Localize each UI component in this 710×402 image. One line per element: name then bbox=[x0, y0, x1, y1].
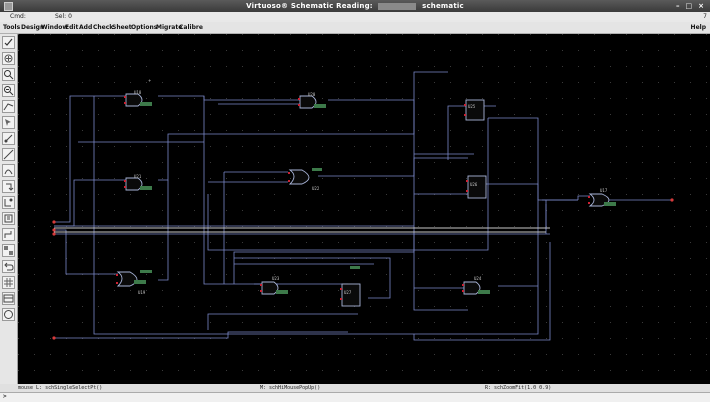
gate-u18 bbox=[125, 93, 143, 107]
label-u25: U25 bbox=[468, 104, 476, 109]
label-u24: U24 bbox=[474, 276, 482, 281]
menu-options[interactable]: Options bbox=[131, 24, 158, 31]
menu-design[interactable]: Design bbox=[21, 24, 45, 31]
bus-wires bbox=[54, 227, 550, 233]
label-u20: U20 bbox=[308, 92, 316, 97]
grid-dots bbox=[18, 34, 710, 384]
instance-names: U18 U20 U21 U22 U19 U23 U24 U17 U25 U26 … bbox=[134, 90, 608, 295]
menu-help[interactable]: Help bbox=[690, 24, 706, 31]
cursor-marker: + bbox=[148, 78, 151, 83]
minimize-button[interactable]: – bbox=[676, 2, 680, 10]
label-u21: U21 bbox=[134, 174, 142, 179]
block-u26 bbox=[467, 175, 487, 199]
schematic-canvas[interactable]: U18 U20 U21 U22 U19 U23 U24 U17 U25 U26 … bbox=[18, 34, 710, 384]
select-icon[interactable] bbox=[2, 116, 15, 129]
menu-migrate[interactable]: Migrate bbox=[156, 24, 183, 31]
gate-u22 bbox=[288, 169, 310, 185]
close-button[interactable]: × bbox=[698, 2, 704, 10]
hierarchy-icon[interactable] bbox=[2, 244, 15, 257]
menu-bar: Tools Design Window Edit Add Check Sheet… bbox=[0, 22, 710, 34]
window-menu-icon[interactable] bbox=[4, 2, 13, 11]
schematic-drawing: U18 U20 U21 U22 U19 U23 U24 U17 U25 U26 … bbox=[18, 34, 710, 384]
label-u23: U23 bbox=[272, 276, 280, 281]
mouse-left-binding: mouse L: schSingleSelectPt() bbox=[18, 385, 103, 391]
block-u25 bbox=[465, 99, 485, 121]
label-u27: U27 bbox=[344, 290, 352, 295]
label-u22: U22 bbox=[312, 186, 320, 191]
redacted-library-name bbox=[378, 2, 417, 10]
label-icon[interactable] bbox=[2, 196, 15, 209]
mouse-binding-bar: mouse L: schSingleSelectPt() M: schHiMou… bbox=[0, 384, 710, 392]
check-icon[interactable] bbox=[2, 36, 15, 49]
gates bbox=[116, 93, 610, 307]
undo-icon[interactable] bbox=[2, 260, 15, 273]
rotate-icon[interactable] bbox=[2, 180, 15, 193]
menu-check[interactable]: Check bbox=[93, 24, 114, 31]
gate-u21 bbox=[125, 177, 143, 191]
stop-icon[interactable] bbox=[2, 52, 15, 65]
block-u27 bbox=[341, 283, 361, 307]
label-u17: U17 bbox=[600, 188, 608, 193]
mouse-right-binding: R: schZoomFit(1.0 0.9) bbox=[485, 385, 552, 391]
window-title-prefix: Virtuoso® Schematic Reading: bbox=[246, 2, 373, 10]
window-titlebar: Virtuoso® Schematic Reading: schematic –… bbox=[0, 0, 710, 12]
wires bbox=[54, 71, 672, 341]
label-u19: U19 bbox=[138, 290, 146, 295]
menu-calibre[interactable]: Calibre bbox=[179, 24, 203, 31]
grid-icon[interactable] bbox=[2, 276, 15, 289]
zoom-in-icon[interactable] bbox=[2, 68, 15, 81]
property-icon[interactable] bbox=[2, 212, 15, 225]
status-row: Cmd: Sel: 0 7 bbox=[0, 12, 710, 22]
table-icon[interactable] bbox=[2, 292, 15, 305]
menu-add[interactable]: Add bbox=[79, 24, 93, 31]
pins bbox=[52, 198, 674, 340]
menu-window[interactable]: Window bbox=[41, 24, 68, 31]
menu-tools[interactable]: Tools bbox=[3, 24, 21, 31]
pin-icon[interactable] bbox=[2, 132, 15, 145]
menu-sheet[interactable]: Sheet bbox=[112, 24, 132, 31]
label-u26: U26 bbox=[470, 182, 478, 187]
status-number: 7 bbox=[703, 13, 707, 20]
window-title: Virtuoso® Schematic Reading: schematic bbox=[0, 2, 710, 10]
label-u18: U18 bbox=[134, 90, 142, 95]
instance-labels bbox=[134, 102, 616, 294]
cmd-status: Cmd: bbox=[10, 13, 26, 20]
arc-icon[interactable] bbox=[2, 164, 15, 177]
mouse-middle-binding: M: schHiMousePopUp() bbox=[260, 385, 321, 391]
gate-u23 bbox=[261, 281, 279, 295]
gate-u19 bbox=[116, 271, 138, 287]
maximize-button[interactable]: □ bbox=[685, 2, 693, 10]
wire-icon[interactable] bbox=[2, 100, 15, 113]
gate-u24 bbox=[463, 281, 481, 295]
selection-count: Sel: 0 bbox=[55, 13, 72, 20]
line-icon[interactable] bbox=[2, 148, 15, 161]
path-icon[interactable] bbox=[2, 228, 15, 241]
circle-icon[interactable] bbox=[2, 308, 15, 321]
window-title-suffix: schematic bbox=[422, 2, 464, 10]
command-line[interactable]: > bbox=[0, 392, 710, 402]
gate-pin-markers bbox=[116, 96, 590, 300]
left-toolbar bbox=[0, 34, 18, 384]
gate-u20 bbox=[299, 95, 317, 109]
zoom-out-icon[interactable] bbox=[2, 84, 15, 97]
menu-edit[interactable]: Edit bbox=[65, 24, 79, 31]
command-prompt: > bbox=[3, 393, 7, 400]
